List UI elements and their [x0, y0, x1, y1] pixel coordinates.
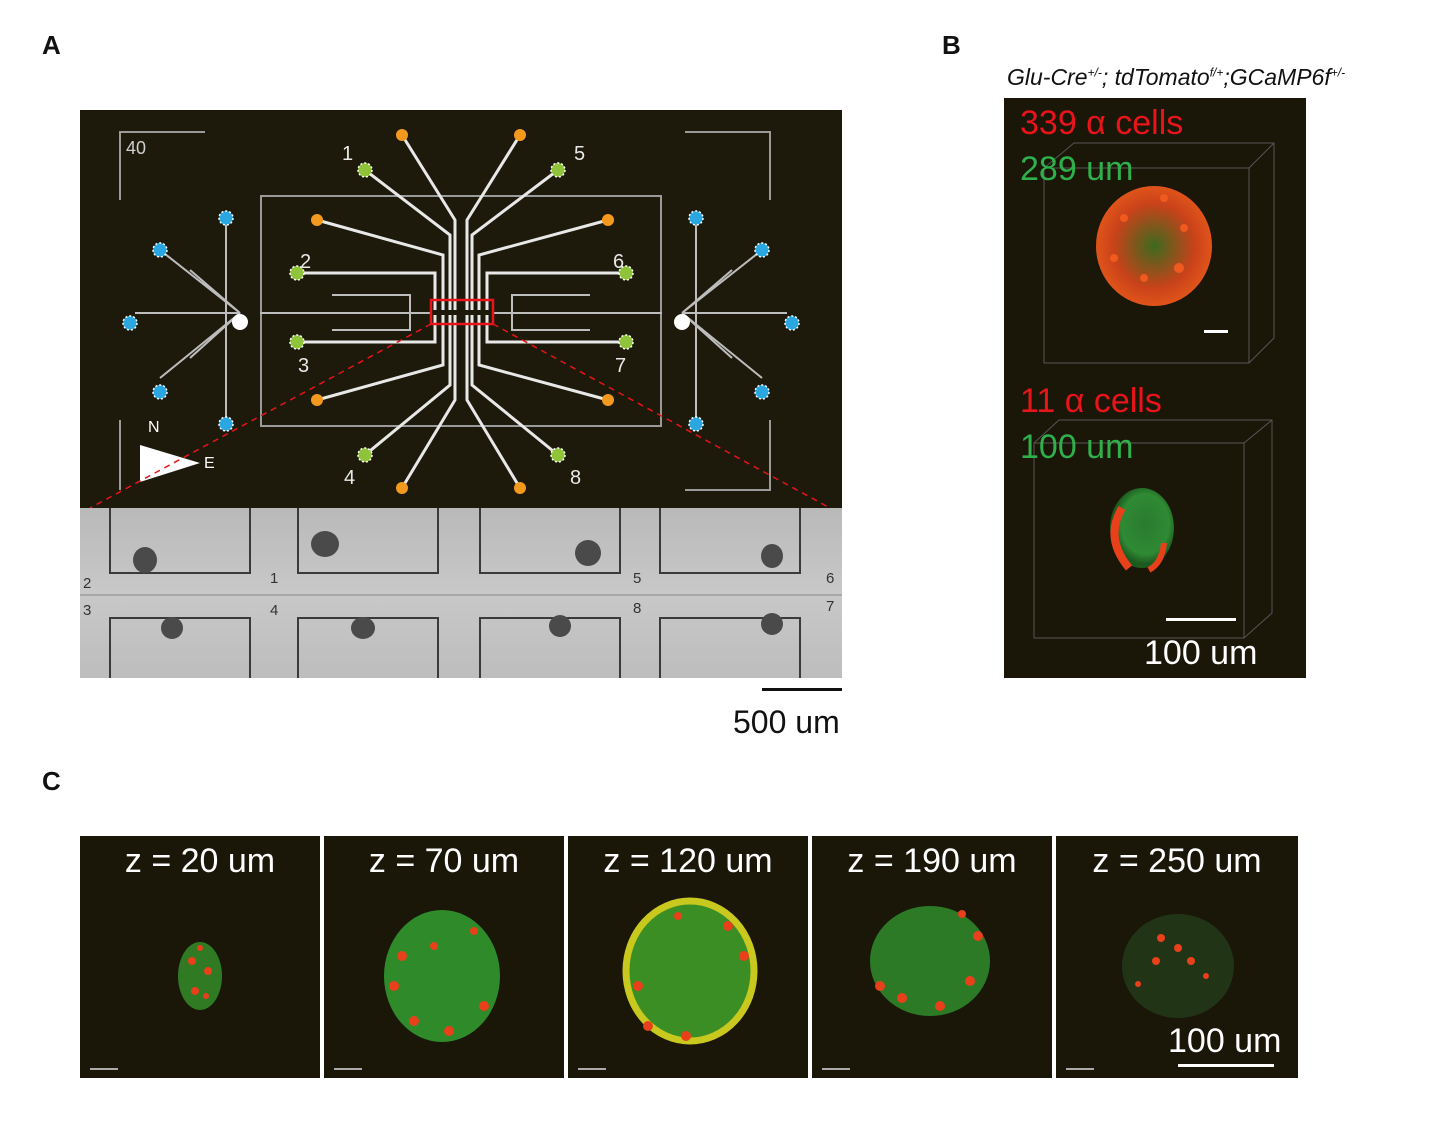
z-slice-1: z = 20 um — [80, 836, 320, 1078]
micro-label-3: 3 — [83, 602, 91, 619]
inlet-number-8: 8 — [570, 467, 581, 489]
chip-label: 40 — [126, 138, 146, 158]
inlet-number-3: 3 — [298, 355, 309, 377]
genotype-part-2: ; tdTomato — [1101, 64, 1210, 90]
chip-schematic: 40 — [89, 129, 831, 509]
inlet-number-1: 1 — [342, 143, 353, 165]
panel-letter-a: A — [42, 30, 61, 60]
genotype-sup-2: f/+ — [1209, 65, 1224, 80]
genotype-part-1: Glu-Cre — [1007, 64, 1088, 90]
inlet-number-4: 4 — [344, 467, 355, 489]
micro-label-5: 5 — [633, 570, 641, 587]
genotype-sup-3: +/- — [1330, 65, 1346, 80]
z-slice-label: z = 70 um — [368, 842, 520, 880]
inlet-number-5: 5 — [574, 143, 585, 165]
z-slice-label: z = 190 um — [847, 842, 1017, 880]
z-slice-3: z = 120 um — [568, 836, 808, 1078]
z-slice-label: z = 250 um — [1092, 842, 1262, 880]
z-slice-label: z = 120 um — [603, 842, 773, 880]
z-slice-4: z = 190 um — [812, 836, 1052, 1078]
scale-label-b: 100 um — [1144, 634, 1258, 672]
islet-3d-renders — [1033, 142, 1275, 639]
z-slice-drawing — [1066, 914, 1234, 1070]
trap-micrograph-drawing: 2 3 1 4 5 8 6 7 — [80, 508, 842, 678]
z-stack-row: z = 20 um z = 70 um z = 120 um z = 190 u… — [80, 836, 1298, 1078]
z-slice-drawing — [822, 906, 990, 1070]
z-slice-5: z = 250 um 100 um — [1056, 836, 1298, 1078]
micro-label-4: 4 — [270, 602, 278, 619]
z-slice-drawing — [334, 910, 500, 1070]
micro-label-7: 7 — [826, 598, 834, 615]
trap-micrograph: 2 3 1 4 5 8 6 7 — [80, 508, 842, 678]
scale-label-c: 100 um — [1168, 1022, 1282, 1060]
z-slice-drawing — [90, 942, 222, 1070]
panel-letter-c: C — [42, 766, 61, 796]
top-cell-count: 339 α cells — [1020, 104, 1184, 142]
genotype-label: Glu-Cre+/-; tdTomatof/+;GCaMP6f+/- — [1007, 64, 1345, 91]
chip-design-image: 40 — [80, 110, 842, 509]
scale-bar-a — [762, 688, 842, 691]
compass-n: N — [148, 419, 160, 436]
scale-bar-c — [1178, 1064, 1274, 1067]
inlet-number-6: 6 — [613, 251, 624, 273]
z-slice-drawing — [578, 897, 758, 1070]
micro-label-2: 2 — [83, 575, 91, 592]
bottom-cell-count: 11 α cells — [1020, 382, 1162, 420]
top-islet-size: 289 um — [1020, 150, 1134, 188]
inlet-number-7: 7 — [615, 355, 626, 377]
genotype-sup-1: +/- — [1087, 65, 1102, 80]
micro-label-1: 1 — [270, 570, 278, 587]
scale-label-a: 500 um — [733, 704, 840, 740]
bottom-islet-size: 100 um — [1020, 428, 1134, 466]
micro-label-6: 6 — [826, 570, 834, 587]
compass-e: E — [204, 455, 215, 472]
panel-letter-b: B — [942, 30, 961, 60]
genotype-part-3: ;GCaMP6f — [1223, 64, 1331, 90]
z-slice-2: z = 70 um — [324, 836, 564, 1078]
z-slice-label: z = 20 um — [124, 842, 276, 880]
micro-label-8: 8 — [633, 600, 641, 617]
islet-3d-panel: 339 α cells 289 um 11 α cells 100 um 100… — [1004, 98, 1306, 678]
inlet-number-2: 2 — [300, 251, 311, 273]
